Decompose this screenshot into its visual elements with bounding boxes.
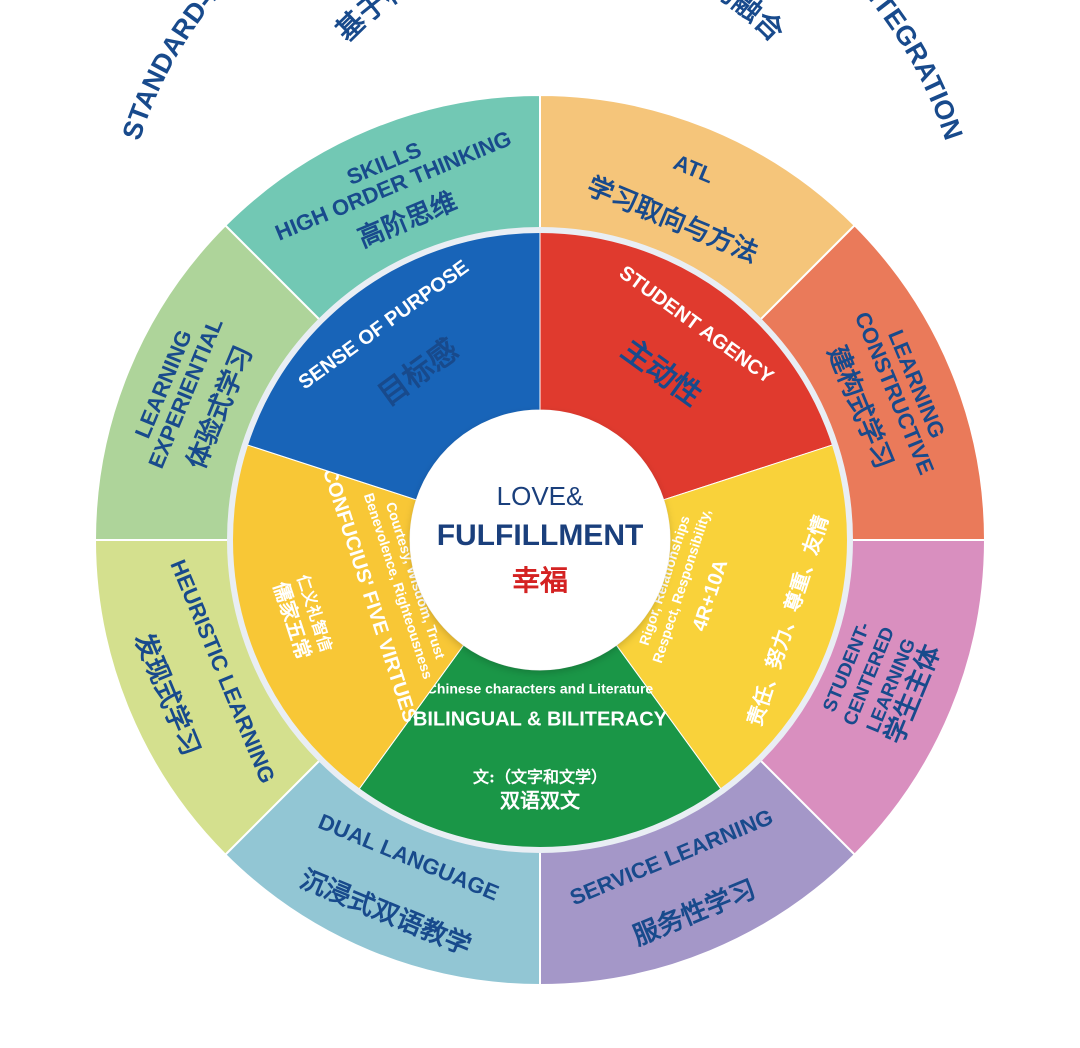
center-line2: FULFILLMENT <box>437 519 644 552</box>
outer-ring: ATL学习取向与方法CONSTRUCTIVELEARNING建构式学习STUDE… <box>93 93 987 987</box>
outer-subtitle: 基于标准的国家课程与国际课程的融合 <box>329 0 791 48</box>
inner-segment-2-sub-0: Chinese characters and Literature <box>427 681 654 697</box>
inner-segment-2-zh: 双语双文 <box>500 789 581 813</box>
center-chinese: 幸福 <box>512 564 568 597</box>
center-disc <box>410 410 670 670</box>
center-line1: LOVE& <box>497 481 584 511</box>
outer-subtitle-text: 基于标准的国家课程与国际课程的融合 <box>329 0 791 48</box>
inner-segment-2-en: BILINGUAL & BILITERACY <box>413 708 668 730</box>
inner-ring-border <box>227 227 853 853</box>
inner-segment-2-zh2: 文:（文字和文学） <box>473 768 607 787</box>
